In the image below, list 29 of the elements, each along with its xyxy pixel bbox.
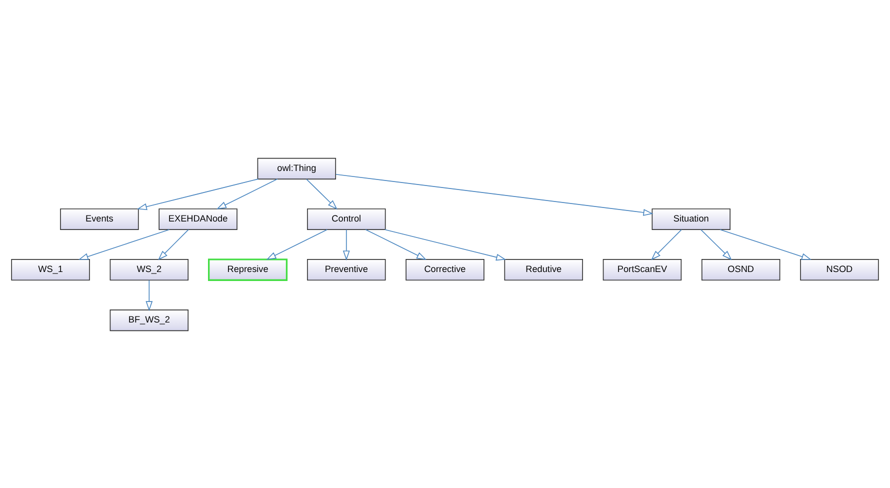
node-box: owl:Thing xyxy=(257,157,336,179)
node-box: Events xyxy=(60,208,139,230)
arrow xyxy=(266,228,328,260)
arrow xyxy=(336,173,654,216)
node-box: WS_2 xyxy=(110,258,189,280)
arrow xyxy=(78,228,170,260)
node-box: Situation xyxy=(652,208,730,230)
node-box: Control xyxy=(307,208,386,230)
arrow xyxy=(700,228,732,260)
node-box: OSND xyxy=(701,258,780,280)
node-box: NSOD xyxy=(800,258,879,280)
arrow xyxy=(158,228,189,260)
node-box: Redutive xyxy=(504,258,583,280)
arrow xyxy=(650,228,682,260)
arrow xyxy=(216,178,278,209)
node-box: EXEHDANode xyxy=(158,208,238,230)
arrow xyxy=(384,228,506,260)
arrow xyxy=(720,228,812,260)
arrow xyxy=(146,279,153,311)
arrow xyxy=(136,178,259,210)
node-box: Represive xyxy=(208,258,288,280)
arrow xyxy=(306,178,338,210)
arrow xyxy=(342,228,350,260)
node-box: Corrective xyxy=(406,258,484,280)
node-box: BF_WS_2 xyxy=(110,309,189,331)
node-box: Preventive xyxy=(307,258,386,280)
arrow xyxy=(365,228,427,260)
node-box: WS_1 xyxy=(11,258,90,280)
node-box: PortScanEV xyxy=(602,258,682,280)
